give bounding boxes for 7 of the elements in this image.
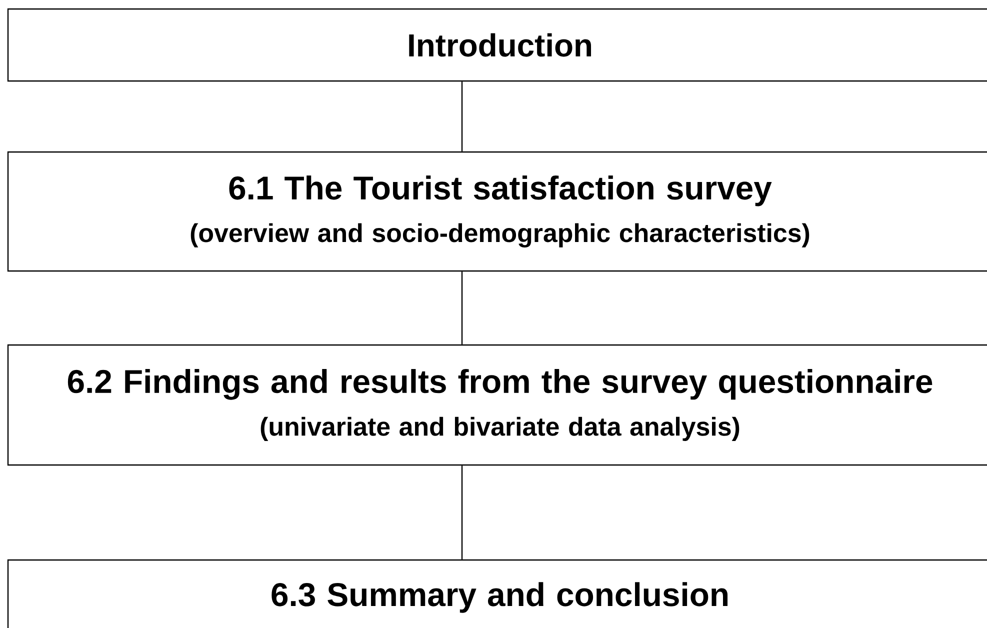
section-box: 6.1 The Tourist satisfaction survey (overview and socio-demographic characteristics) [7, 151, 987, 272]
section-box: 6.3 Summary and conclusion [7, 559, 987, 628]
section-box: Introduction [7, 8, 987, 82]
connector-line [461, 82, 463, 152]
connector-line [461, 466, 463, 560]
section-box: 6.2 Findings and results from the survey questionnaire (univariate and bivariate data analysis) [7, 344, 987, 466]
connector-line [461, 272, 463, 344]
